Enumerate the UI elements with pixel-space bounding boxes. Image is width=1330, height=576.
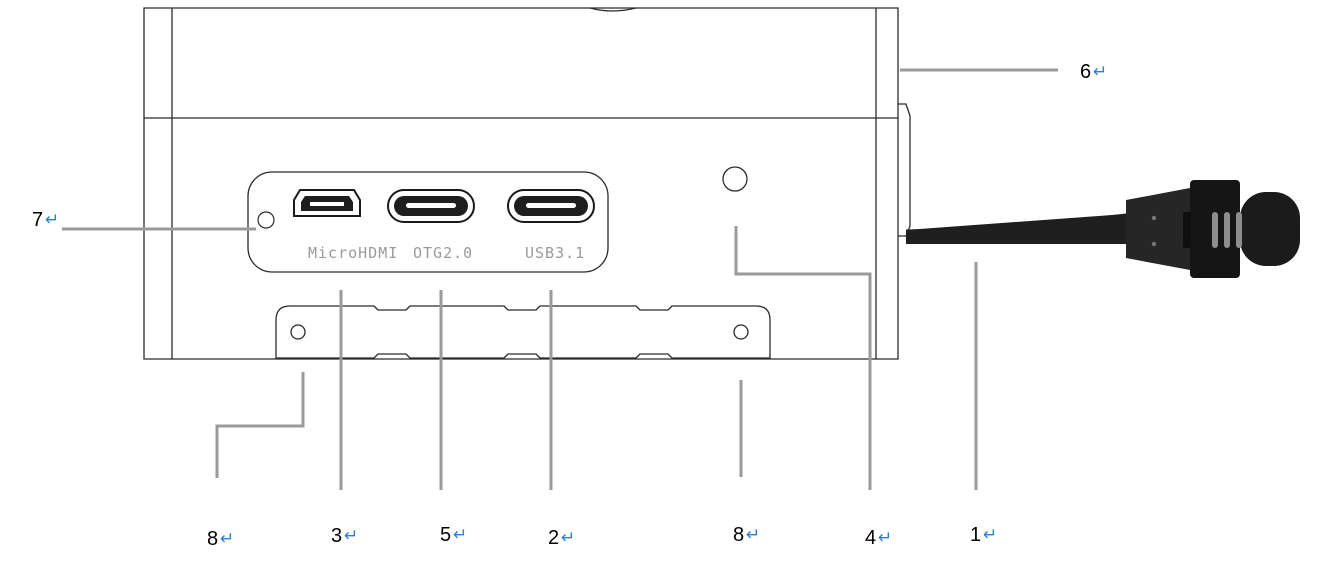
usb-port xyxy=(507,189,595,223)
leader-4 xyxy=(734,226,872,490)
cable-connector xyxy=(1126,180,1300,278)
port-panel: MicroHDMI OTG2.0 USB3.1 xyxy=(247,171,609,273)
return-mark-4: ↵ xyxy=(878,528,892,548)
mounting-bracket xyxy=(275,305,771,359)
return-mark-3: ↵ xyxy=(344,526,358,546)
side-clip xyxy=(898,103,911,237)
return-mark-8-left: ↵ xyxy=(220,529,234,549)
callout-3: 3 xyxy=(331,525,342,547)
return-mark-2: ↵ xyxy=(561,528,575,548)
callout-7: 7 xyxy=(32,209,43,231)
leader-8-left xyxy=(215,372,305,478)
callout-6: 6 xyxy=(1080,61,1091,83)
callout-8-left: 8 xyxy=(207,528,218,550)
mount-hole-left xyxy=(290,324,306,340)
return-mark-1: ↵ xyxy=(983,525,997,545)
callout-1: 1 xyxy=(970,524,981,546)
callout-4: 4 xyxy=(865,527,876,549)
return-mark-7: ↵ xyxy=(45,210,59,230)
otg-label: OTG2.0 xyxy=(413,244,473,262)
usb-label: USB3.1 xyxy=(525,244,585,262)
reset-hole xyxy=(257,211,275,229)
otg-port xyxy=(387,189,475,223)
leader-lines xyxy=(62,68,1058,490)
micro-hdmi-label: MicroHDMI xyxy=(308,244,398,262)
micro-hdmi-port xyxy=(293,189,361,217)
power-cable xyxy=(905,213,1127,244)
device-housing xyxy=(143,7,899,360)
return-mark-8-right: ↵ xyxy=(746,525,760,545)
callouts: 6 ↵ 7 ↵ 8 ↵ 3 ↵ 5 ↵ 2 ↵ 8 ↵ 4 ↵ 1 ↵ xyxy=(32,61,1107,550)
return-mark-6: ↵ xyxy=(1093,62,1107,82)
callout-8-right: 8 xyxy=(733,524,744,546)
return-mark-5: ↵ xyxy=(453,525,467,545)
callout-5: 5 xyxy=(440,524,451,546)
callout-2: 2 xyxy=(548,527,559,549)
mount-hole-right xyxy=(733,324,749,340)
indicator-light xyxy=(722,166,748,192)
